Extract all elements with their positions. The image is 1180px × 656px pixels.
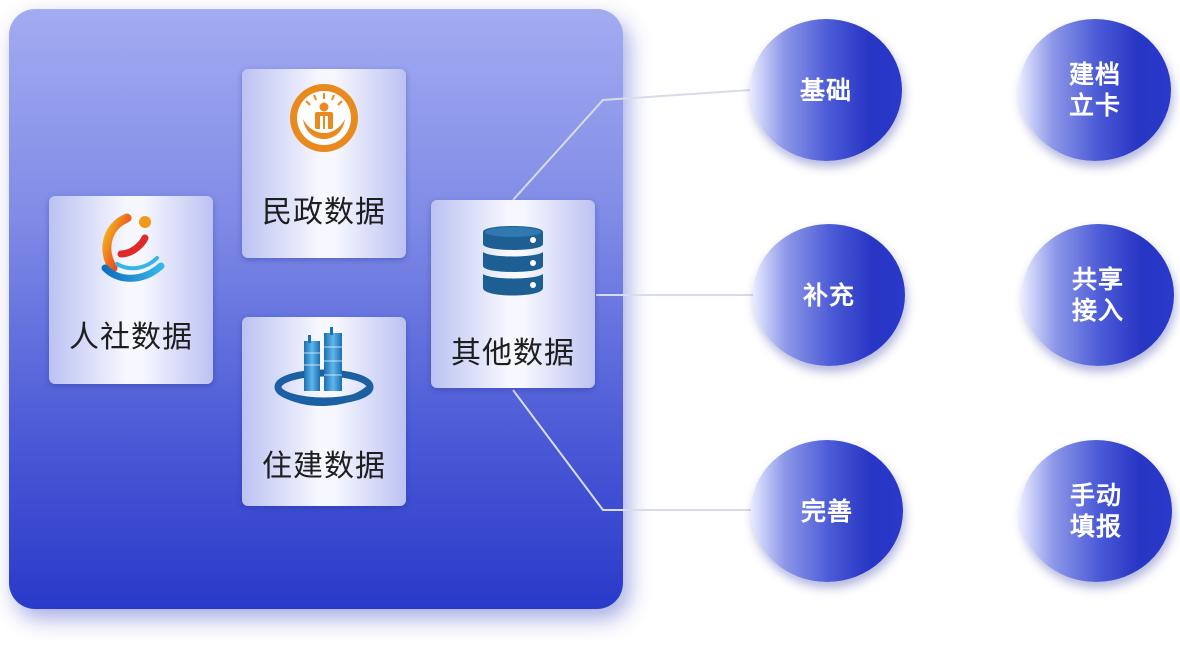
source-card-qita: 其他数据 <box>431 200 595 388</box>
target-label-wanshan: 完善 <box>800 496 853 526</box>
target-label-jiandang: 建档 立卡 <box>1069 59 1121 121</box>
database-icon <box>481 222 545 304</box>
renshe-logo-icon <box>91 210 171 292</box>
target-label-shoudong-line1: 手动 <box>1069 481 1122 510</box>
source-card-renshe: 人社数据 <box>49 196 213 384</box>
connector-jichu <box>512 89 751 201</box>
target-bubble-shoudong: 手动 填报 <box>1020 440 1172 582</box>
target-bubble-gongxiang: 共享 接入 <box>1022 224 1174 366</box>
target-bubble-jiandang: 建档 立卡 <box>1019 19 1171 161</box>
source-label-zhujian: 住建数据 <box>262 449 386 484</box>
target-bubble-buchong: 补充 <box>753 224 905 366</box>
target-label-shoudong-line2: 填报 <box>1069 512 1122 541</box>
target-label-jiandang-line2: 立卡 <box>1068 91 1121 120</box>
minzheng-emblem-icon <box>287 81 361 159</box>
target-label-shoudong: 手动 填报 <box>1070 480 1122 542</box>
target-label-jichu: 基础 <box>799 75 852 105</box>
target-bubble-wanshan: 完善 <box>751 440 903 582</box>
target-label-gongxiang-line2: 接入 <box>1071 296 1124 325</box>
target-bubble-jichu: 基础 <box>750 19 902 161</box>
source-label-minzheng: 民政数据 <box>262 195 386 230</box>
source-label-renshe: 人社数据 <box>69 320 193 355</box>
target-label-gongxiang: 共享 接入 <box>1072 264 1124 326</box>
target-label-jiandang-line1: 建档 <box>1068 60 1121 89</box>
target-label-gongxiang-line1: 共享 <box>1071 265 1124 294</box>
target-label-buchong: 补充 <box>802 280 855 310</box>
source-card-zhujian: 住建数据 <box>242 317 406 506</box>
zhujian-buildings-icon <box>274 327 374 413</box>
connector-wanshan <box>512 389 751 511</box>
source-card-minzheng: 民政数据 <box>242 69 406 258</box>
source-label-qita: 其他数据 <box>451 336 575 371</box>
